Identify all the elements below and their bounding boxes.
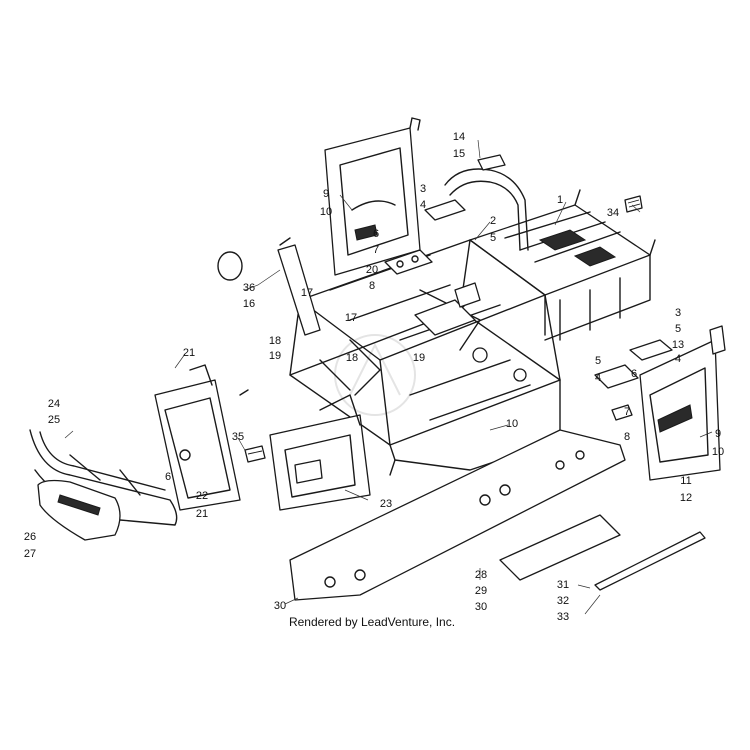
roll-bar xyxy=(444,154,529,251)
callout-19a: 19 xyxy=(269,350,281,362)
callout-20: 20 xyxy=(366,264,378,276)
callout-9: 9 xyxy=(323,188,329,200)
callout-6: 6 xyxy=(373,228,379,240)
callout-17b: 17 xyxy=(345,312,357,324)
callout-6c: 6 xyxy=(631,368,637,380)
callout-7: 7 xyxy=(373,244,379,256)
callout-16: 16 xyxy=(243,298,255,310)
callout-15: 15 xyxy=(453,148,465,160)
left-upright xyxy=(217,237,321,336)
callout-29: 29 xyxy=(475,585,487,597)
callout-5: 5 xyxy=(490,232,496,244)
callout-32: 32 xyxy=(557,595,569,607)
rear-skid-panel xyxy=(499,514,621,581)
callout-4c: 4 xyxy=(595,372,601,384)
callout-13: 13 xyxy=(672,339,684,351)
callout-17a: 17 xyxy=(301,287,313,299)
callout-19b: 19 xyxy=(413,352,425,364)
callout-21a: 21 xyxy=(183,347,195,359)
callout-18a: 18 xyxy=(269,335,281,347)
callout-8b: 8 xyxy=(624,431,630,443)
callout-8: 8 xyxy=(369,280,375,292)
side-strip xyxy=(594,531,706,591)
callout-36: 36 xyxy=(243,282,255,294)
callout-35: 35 xyxy=(232,431,244,443)
callout-31: 31 xyxy=(557,579,569,591)
callout-2: 2 xyxy=(490,215,496,227)
small-items xyxy=(244,195,643,463)
callout-27: 27 xyxy=(24,548,36,560)
callout-10b: 10 xyxy=(506,418,518,430)
callout-25: 25 xyxy=(48,414,60,426)
callout-33: 33 xyxy=(557,611,569,623)
front-bumper-bracket xyxy=(154,364,249,511)
upper-brackets xyxy=(384,199,466,275)
callout-7b: 7 xyxy=(624,406,630,418)
right-side-panel xyxy=(639,325,726,481)
callout-28: 28 xyxy=(475,569,487,581)
callout-5b: 5 xyxy=(675,323,681,335)
right-brackets xyxy=(594,339,673,421)
callouts: 1 2 3 4 5 6 7 8 9 10 14 15 20 34 36 16 1… xyxy=(24,131,724,623)
callout-30b: 30 xyxy=(274,600,286,612)
callout-24: 24 xyxy=(48,398,60,410)
callout-14: 14 xyxy=(453,131,465,143)
front-skid-plate xyxy=(37,479,121,541)
callout-4b: 4 xyxy=(675,353,681,365)
main-frame xyxy=(289,189,656,476)
callout-6b: 6 xyxy=(165,471,171,483)
callout-23: 23 xyxy=(380,498,392,510)
callout-9b: 9 xyxy=(715,428,721,440)
callout-26: 26 xyxy=(24,531,36,543)
callout-11: 11 xyxy=(680,475,691,487)
callout-12: 12 xyxy=(680,492,692,504)
callout-10: 10 xyxy=(320,206,332,218)
callout-5c: 5 xyxy=(595,355,601,367)
callout-18b: 18 xyxy=(346,352,358,364)
callout-3: 3 xyxy=(420,183,426,195)
front-frame-section xyxy=(269,394,371,511)
callout-1: 1 xyxy=(557,194,563,206)
callout-4: 4 xyxy=(420,199,426,211)
callout-3b: 3 xyxy=(675,307,681,319)
leader-lines xyxy=(64,139,713,615)
callout-30a: 30 xyxy=(475,601,487,613)
belly-pan xyxy=(289,429,626,601)
credit-text: Rendered by LeadVenture, Inc. xyxy=(289,615,455,629)
callout-34: 34 xyxy=(607,207,619,219)
callout-21b: 21 xyxy=(196,508,208,520)
callout-10c: 10 xyxy=(712,446,724,458)
callout-22: 22 xyxy=(196,490,208,502)
